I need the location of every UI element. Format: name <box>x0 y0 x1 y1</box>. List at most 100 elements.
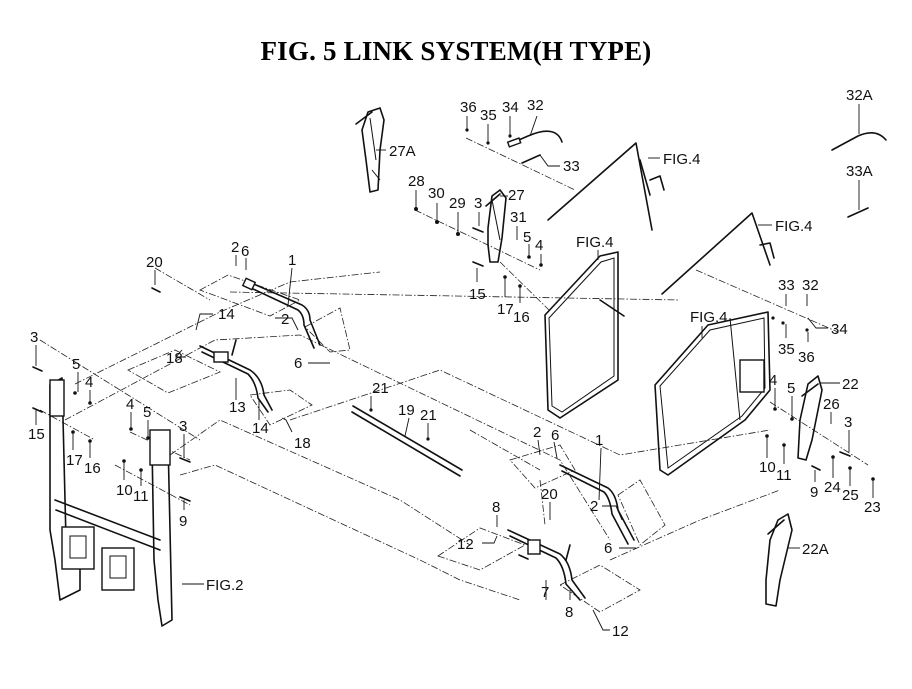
left-main-frame <box>49 377 173 627</box>
part-19-rod <box>351 405 463 477</box>
callout-6: 6 <box>604 540 612 557</box>
part-27A-bracket <box>355 107 385 193</box>
callout-3: 3 <box>474 195 482 212</box>
callout-3: 3 <box>844 414 852 431</box>
callout-12: 12 <box>612 623 629 640</box>
callout-21: 21 <box>420 407 437 424</box>
callout-4: 4 <box>535 237 543 254</box>
callout-27: 27 <box>508 187 525 204</box>
part-33-pin-top <box>521 154 541 164</box>
callout-28: 28 <box>408 173 425 190</box>
part-22A-bracket <box>765 513 793 607</box>
callout-4: 4 <box>85 374 93 391</box>
washers-nuts <box>71 128 875 481</box>
callout-19: 19 <box>398 402 415 419</box>
callout-15: 15 <box>28 426 45 443</box>
callout-33: 33 <box>778 277 795 294</box>
part-22-bracket <box>797 375 823 461</box>
callout-3: 3 <box>30 329 38 346</box>
callout-2: 2 <box>281 311 289 328</box>
callout-36: 36 <box>798 349 815 366</box>
callout-6: 6 <box>294 355 302 372</box>
callout-33: 33 <box>563 158 580 175</box>
callout-1: 1 <box>288 252 296 269</box>
callout-6: 6 <box>551 427 559 444</box>
callout-26: 26 <box>823 396 840 413</box>
callout-5: 5 <box>72 356 80 373</box>
callout-fig4: FIG.4 <box>775 218 813 235</box>
part-7-lower-link <box>507 529 586 601</box>
callout-10: 10 <box>116 482 133 499</box>
callout-18: 18 <box>294 435 311 452</box>
part-1-upper-link <box>241 277 321 349</box>
callout-9: 9 <box>810 484 818 501</box>
callout-36: 36 <box>460 99 477 116</box>
leader-lines <box>35 104 874 631</box>
callout-fig2: FIG.2 <box>206 577 244 594</box>
callout-17: 17 <box>497 301 514 318</box>
callout-21: 21 <box>372 380 389 397</box>
callout-7: 7 <box>541 584 549 601</box>
callout-32A: 32A <box>846 87 873 104</box>
callout-24: 24 <box>824 479 841 496</box>
callout-2: 2 <box>231 239 239 256</box>
callout-35: 35 <box>480 107 497 124</box>
callout-2: 2 <box>590 498 598 515</box>
fig4-door-panel-left <box>544 251 625 419</box>
callout-31: 31 <box>510 209 527 226</box>
callout-33A: 33A <box>846 163 873 180</box>
callout-11: 11 <box>133 488 149 505</box>
callout-34: 34 <box>502 99 519 116</box>
callout-5: 5 <box>143 404 151 421</box>
callout-2: 2 <box>533 424 541 441</box>
callout-labels: 36 35 34 32 33 27A 28 30 29 3 27 31 5 4 … <box>28 87 881 640</box>
part-27-bracket <box>485 189 507 263</box>
callout-8: 8 <box>492 499 500 516</box>
callout-13: 13 <box>229 399 246 416</box>
callout-4: 4 <box>769 372 777 389</box>
callout-1: 1 <box>595 432 603 449</box>
callout-16: 16 <box>84 460 101 477</box>
callout-17: 17 <box>66 452 83 469</box>
callout-32: 32 <box>527 97 544 114</box>
fig4-upper-frame-front <box>661 212 775 295</box>
callout-15: 15 <box>469 286 486 303</box>
callout-fig4: FIG.4 <box>576 234 614 251</box>
part-32-handle-top <box>506 130 563 148</box>
linkage-outline-lines <box>64 271 781 613</box>
callout-32: 32 <box>802 277 819 294</box>
callout-fig4: FIG.4 <box>663 151 701 168</box>
callout-5: 5 <box>787 380 795 397</box>
callout-22A: 22A <box>802 541 829 558</box>
callout-12: 12 <box>457 536 474 553</box>
callout-18: 18 <box>166 350 183 367</box>
fig4-upper-frame-rear <box>547 142 665 231</box>
callout-29: 29 <box>449 195 466 212</box>
callout-23: 23 <box>864 499 881 516</box>
callout-6: 6 <box>241 243 249 260</box>
bolts <box>32 227 851 560</box>
callout-8: 8 <box>565 604 573 621</box>
callout-27A: 27A <box>389 143 416 160</box>
callout-11: 11 <box>776 467 792 484</box>
callout-34: 34 <box>831 321 848 338</box>
part-32A-handle <box>831 132 887 151</box>
part-13-link <box>199 339 273 413</box>
callout-35: 35 <box>778 341 795 358</box>
figure-title: FIG. 5 LINK SYSTEM(H TYPE) <box>260 36 652 66</box>
fig4-door-panel-right <box>654 311 771 476</box>
callout-5: 5 <box>523 229 531 246</box>
callout-10: 10 <box>759 459 776 476</box>
callout-22: 22 <box>842 376 859 393</box>
callout-20: 20 <box>146 254 163 271</box>
callout-4: 4 <box>126 396 134 413</box>
callout-16: 16 <box>513 309 530 326</box>
callout-20: 20 <box>541 486 558 503</box>
callout-9: 9 <box>179 513 187 530</box>
callout-30: 30 <box>428 185 445 202</box>
callout-25: 25 <box>842 487 859 504</box>
callout-14: 14 <box>218 306 235 323</box>
part-33A-pin <box>847 207 869 218</box>
callout-14: 14 <box>252 420 269 437</box>
